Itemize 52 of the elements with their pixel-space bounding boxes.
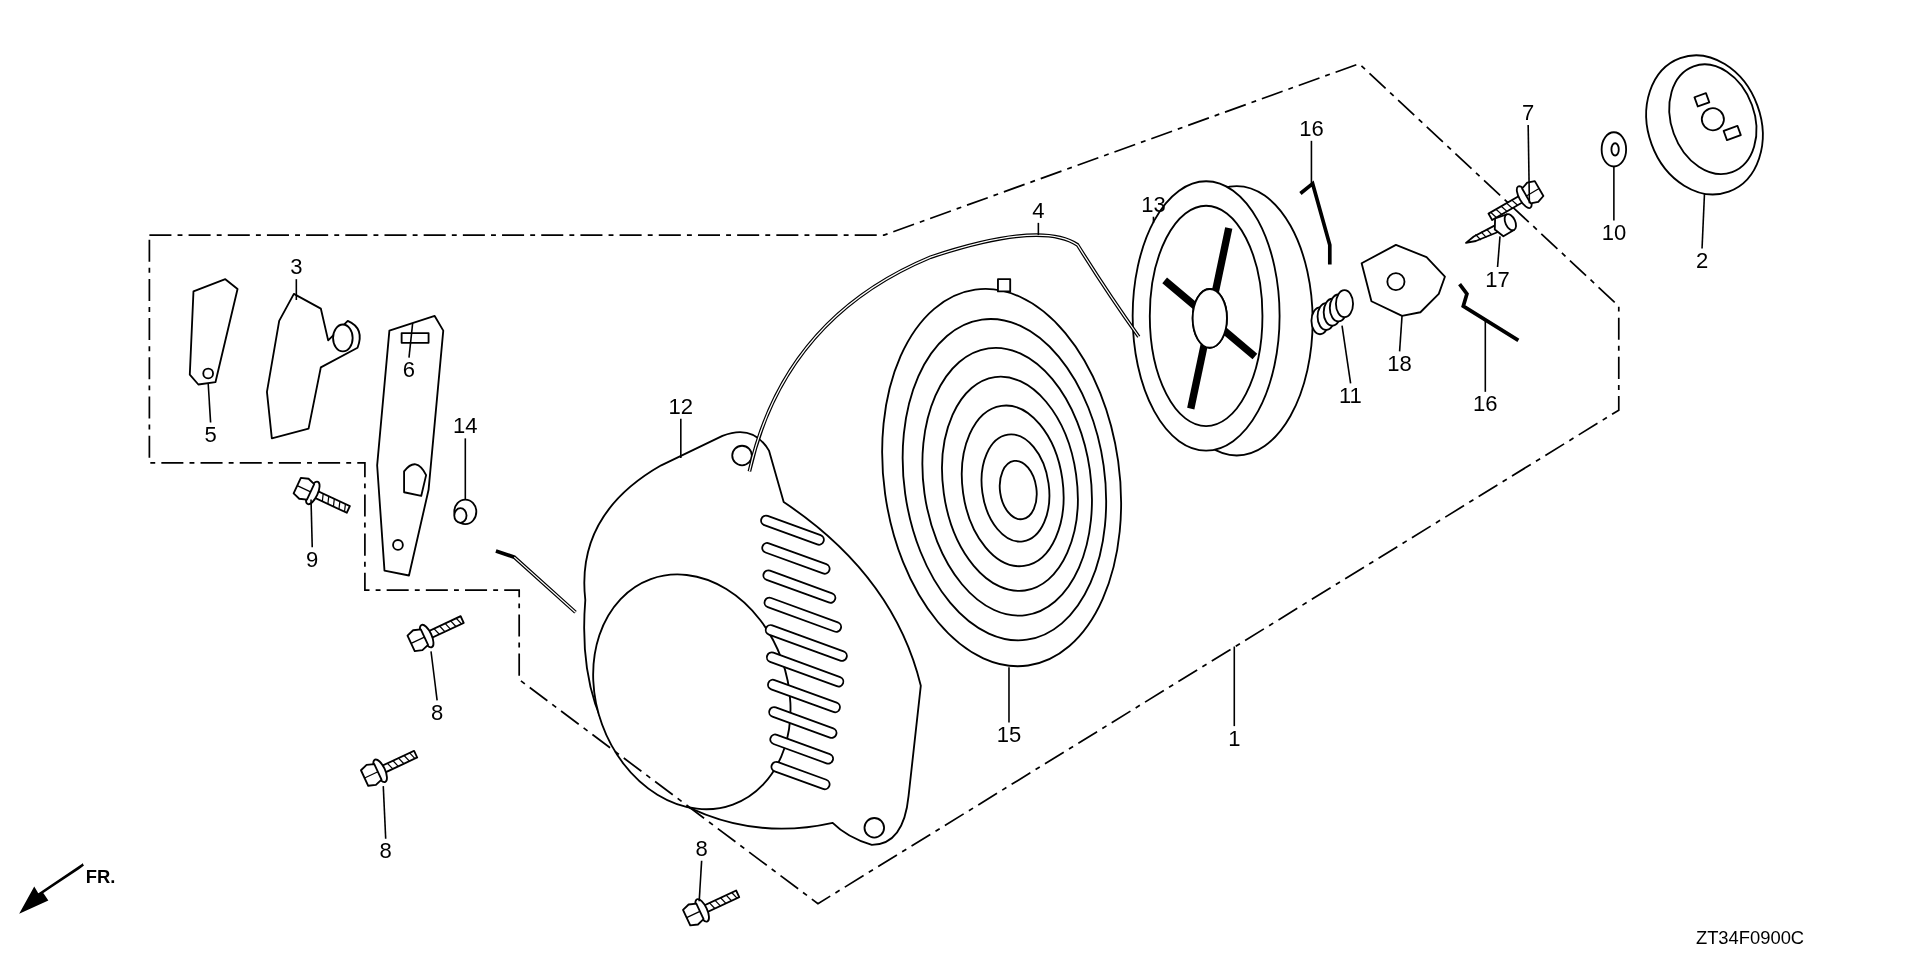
leader-line <box>295 278 298 301</box>
callout-number: 8 <box>379 840 392 863</box>
leader-line <box>1496 235 1501 268</box>
callout-number: 15 <box>996 723 1022 746</box>
leader-line <box>680 418 682 459</box>
callout-number: 4 <box>1032 199 1045 222</box>
callout-number: 11 <box>1339 384 1362 407</box>
leader-line <box>1008 666 1010 724</box>
bolt-drawing <box>292 476 351 514</box>
callout-number: 10 <box>1601 221 1627 244</box>
callout-number: 7 <box>1522 101 1535 124</box>
leader-line <box>464 437 467 501</box>
callout-number: 14 <box>453 415 478 438</box>
callout-number: 16 <box>1299 117 1324 140</box>
leader-line <box>1310 140 1313 187</box>
leader-line <box>1037 222 1040 236</box>
callout-number: 16 <box>1473 393 1498 416</box>
washer-drawing <box>1600 131 1628 168</box>
callout-number: 12 <box>668 395 694 418</box>
leader-line <box>430 650 438 702</box>
leader-line <box>698 860 703 902</box>
callout-number: 1 <box>1228 727 1241 750</box>
callout-number: 17 <box>1485 268 1510 291</box>
callout-number: 6 <box>402 358 416 381</box>
bolt-drawing <box>406 615 465 652</box>
direction-label: FR. <box>85 866 116 886</box>
recoil-spring-drawing <box>881 278 1122 667</box>
callout-number: 8 <box>695 837 708 860</box>
leader-line <box>207 382 212 424</box>
callout-number: 18 <box>1387 352 1412 375</box>
callout-number: 8 <box>431 701 444 724</box>
reel-drawing <box>1131 180 1314 457</box>
cover-drawing <box>1645 54 1764 196</box>
callout-number: 3 <box>290 255 303 278</box>
drawing-code: ZT34F0900C <box>1695 928 1805 947</box>
leader-line <box>1701 192 1706 250</box>
callout-number: 9 <box>306 548 319 571</box>
callout-number: 13 <box>1141 193 1166 216</box>
callout-number: 5 <box>204 423 217 446</box>
leader-line <box>382 785 387 840</box>
leader-line <box>1152 215 1155 224</box>
leader-line <box>310 498 314 549</box>
bolt-drawing <box>682 889 741 927</box>
leader-line <box>1341 324 1352 385</box>
leader-line <box>1527 124 1531 205</box>
leader-line <box>1233 645 1236 727</box>
leader-line <box>1398 315 1403 353</box>
callout-number: 2 <box>1695 249 1709 272</box>
leader-line <box>1613 165 1615 222</box>
bolt-drawing <box>360 749 419 787</box>
leader-line <box>1484 318 1487 393</box>
leader-line <box>408 322 414 359</box>
